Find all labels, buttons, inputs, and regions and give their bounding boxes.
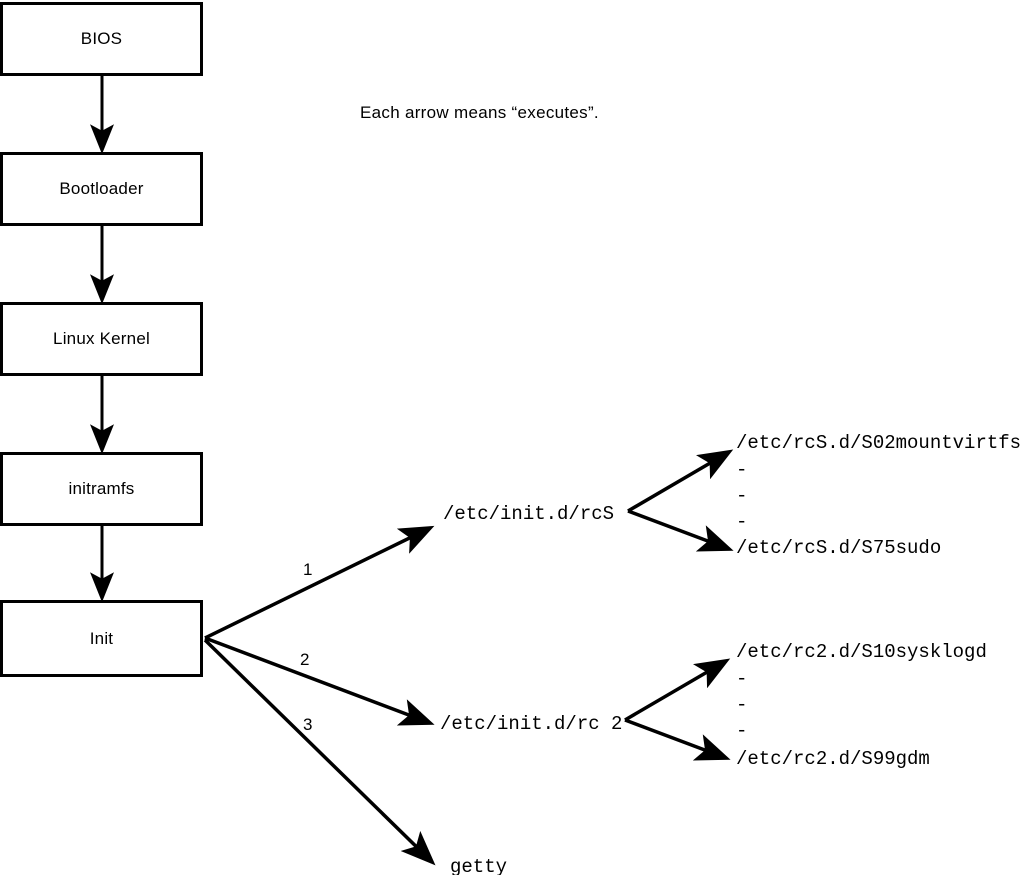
label-rc2-first-script: /etc/rc2.d/S10sysklogd bbox=[736, 641, 987, 663]
edge-rcS-to-first-script bbox=[627, 449, 734, 513]
stage-box-label-linux-kernel: Linux Kernel bbox=[53, 329, 150, 348]
stage-box-bootloader: Bootloader bbox=[0, 152, 203, 226]
rcS-ellipsis-dash-3: - bbox=[736, 511, 748, 533]
label-rcS-first-script: /etc/rcS.d/S02mountvirtfs bbox=[736, 432, 1022, 454]
stage-box-bios: BIOS bbox=[0, 2, 203, 76]
rc2-ellipsis-dash-3: - bbox=[736, 720, 748, 742]
stage-box-initramfs: initramfs bbox=[0, 452, 203, 526]
edge-number-1: 1 bbox=[303, 560, 313, 579]
label-getty: getty bbox=[450, 856, 508, 875]
label-init-d-rc2: /etc/init.d/rc 2 bbox=[440, 713, 623, 735]
stage-box-label-initramfs: initramfs bbox=[68, 479, 135, 498]
edge-init-to-rcS bbox=[204, 525, 435, 640]
stage-box-label-bios: BIOS bbox=[80, 29, 123, 48]
edge-init-to-rc2 bbox=[204, 636, 435, 726]
edge-number-2: 2 bbox=[300, 650, 310, 669]
rc2-ellipsis-dash-1: - bbox=[736, 668, 748, 690]
diagram-caption: Each arrow means “executes”. bbox=[360, 103, 599, 122]
rc2-ellipsis-dash-2: - bbox=[736, 694, 748, 716]
edge-init-to-getty bbox=[203, 638, 436, 866]
rcS-ellipsis-dash-2: - bbox=[736, 485, 748, 507]
stage-box-linux-kernel: Linux Kernel bbox=[0, 302, 203, 376]
edge-number-3: 3 bbox=[303, 715, 313, 734]
edge-rc2-to-last-script bbox=[624, 718, 731, 761]
stage-box-label-bootloader: Bootloader bbox=[59, 179, 144, 198]
stage-box-init: Init bbox=[0, 600, 203, 677]
stage-box-label-init: Init bbox=[89, 628, 114, 648]
label-rc2-last-script: /etc/rc2.d/S99gdm bbox=[736, 748, 930, 770]
edge-rcS-to-last-script bbox=[627, 509, 734, 552]
rcS-ellipsis-dash-1: - bbox=[736, 459, 748, 481]
label-init-d-rcS: /etc/init.d/rcS bbox=[443, 503, 615, 525]
edge-rc2-to-first-script bbox=[624, 658, 731, 722]
label-rcS-last-script: /etc/rcS.d/S75sudo bbox=[736, 537, 942, 559]
